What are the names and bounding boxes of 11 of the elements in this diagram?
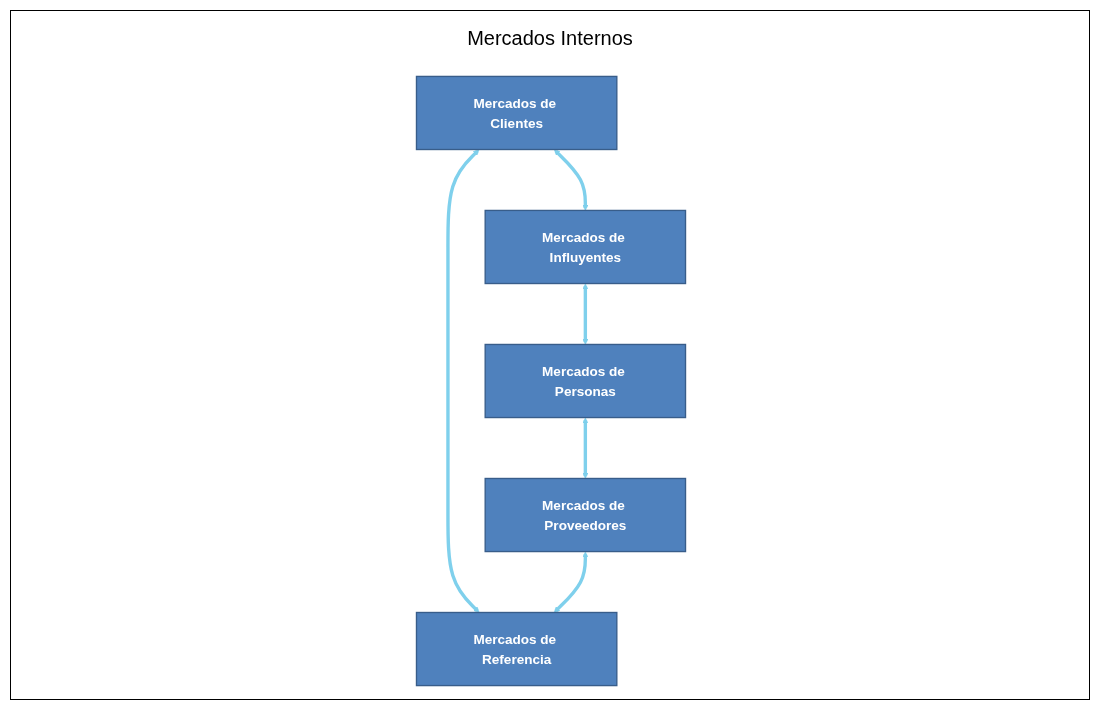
node-box: Mercados de Clientes <box>415 75 618 151</box>
node-box: Mercados de Referencia <box>415 611 618 687</box>
node-box: Mercados de Influyentes <box>484 209 687 285</box>
diagram-label: Mercados Internos <box>467 27 633 49</box>
arrow <box>554 149 589 211</box>
arrow <box>582 283 589 345</box>
arrow <box>553 551 589 613</box>
node-box: Mercados de Personas <box>484 343 687 419</box>
arrow <box>446 149 480 613</box>
arrow <box>582 417 589 479</box>
node-box: Mercados de Proveedores <box>484 477 687 553</box>
